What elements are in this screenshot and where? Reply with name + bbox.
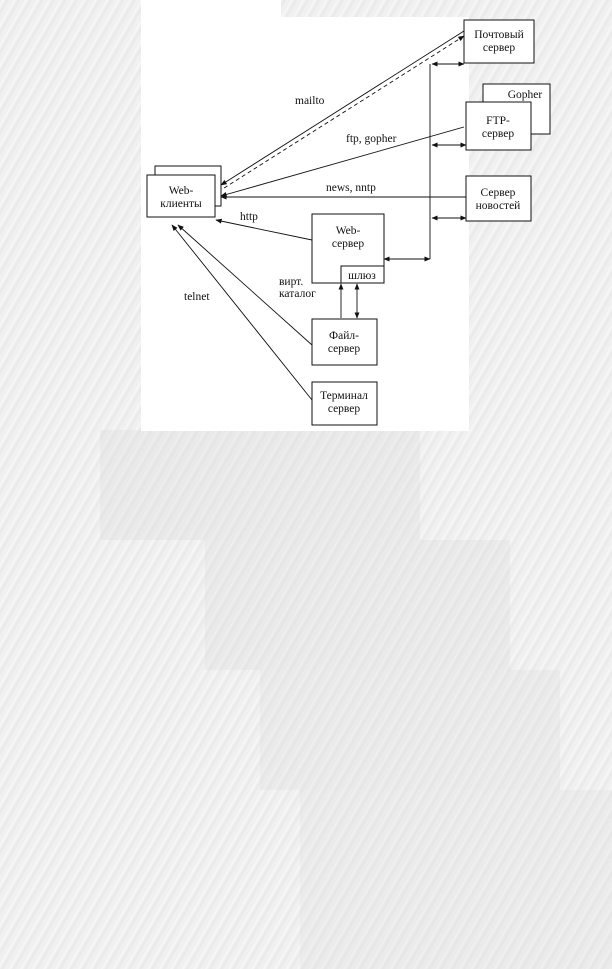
ftp-server-box [465,101,532,151]
diagram-lines [171,30,467,401]
ftp-server-label: FTP-сервер [482,115,515,140]
background-band-4 [300,790,612,969]
news-server-box [465,175,532,222]
gateway-box [340,265,385,284]
diagram-nodes [146,19,551,426]
web-clients-label: Web-клиенты [160,185,202,210]
file-server-label: Файл-сервер [328,330,361,355]
diagram-canvas-top [141,0,281,20]
edge-http [215,218,313,241]
mailto-label: mailto [295,95,325,107]
edge-file-server [177,224,313,346]
background-band-3 [260,670,560,790]
telnet-label: telnet [184,291,210,303]
edge-mailto [220,30,465,186]
http-label: http [240,211,258,223]
background-band-1 [100,430,420,540]
terminal-server-box [311,381,378,426]
edge-labels: mailto ftp, gopher news, nntp http вирт.… [184,95,397,303]
file-server-box [311,318,378,366]
web-clients-box [146,174,216,218]
ftp-gopher-label: ftp, gopher [346,133,397,145]
virt-catalog-label: вирт.каталог [279,276,316,300]
gateway-label: шлюз [348,270,376,282]
gopher-label: Gopher [508,89,543,101]
web-server-label: Web-сервер [332,225,365,250]
edge-terminal [171,224,313,401]
edge-ftp [220,126,465,197]
edge-mailto-dashed [220,35,465,191]
news-nntp-label: news, nntp [326,182,376,194]
diagram-canvas [141,17,469,431]
mail-server-box [463,19,535,64]
background-band-2 [205,540,510,670]
